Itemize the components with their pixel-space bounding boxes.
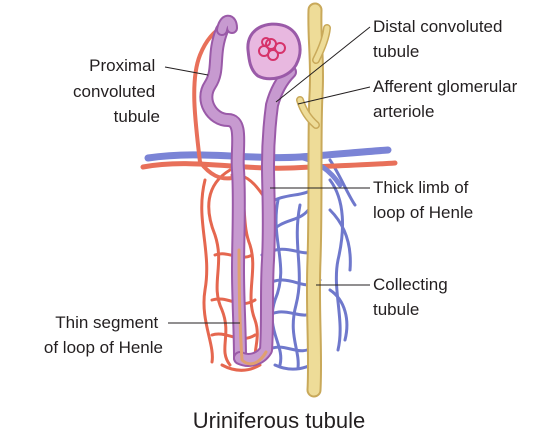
capillary-network (202, 108, 355, 370)
label-distal: Distal convoluted tubule (373, 17, 507, 61)
collecting-tubule (300, 10, 327, 390)
diagram-caption: Uriniferous tubule (193, 408, 365, 433)
leader-proximal (165, 67, 208, 75)
label-collecting: Collecting tubule (373, 275, 452, 319)
label-thin-segment: Thin segment of loop of Henle (44, 313, 163, 357)
bowman-capsule (248, 24, 300, 79)
label-proximal: Proximal convoluted tubule (73, 56, 160, 126)
label-thick-limb: Thick limb of loop of Henle (373, 178, 473, 222)
label-afferent: Afferent glomerular arteriole (373, 77, 522, 121)
renal-corpuscle (248, 24, 300, 79)
